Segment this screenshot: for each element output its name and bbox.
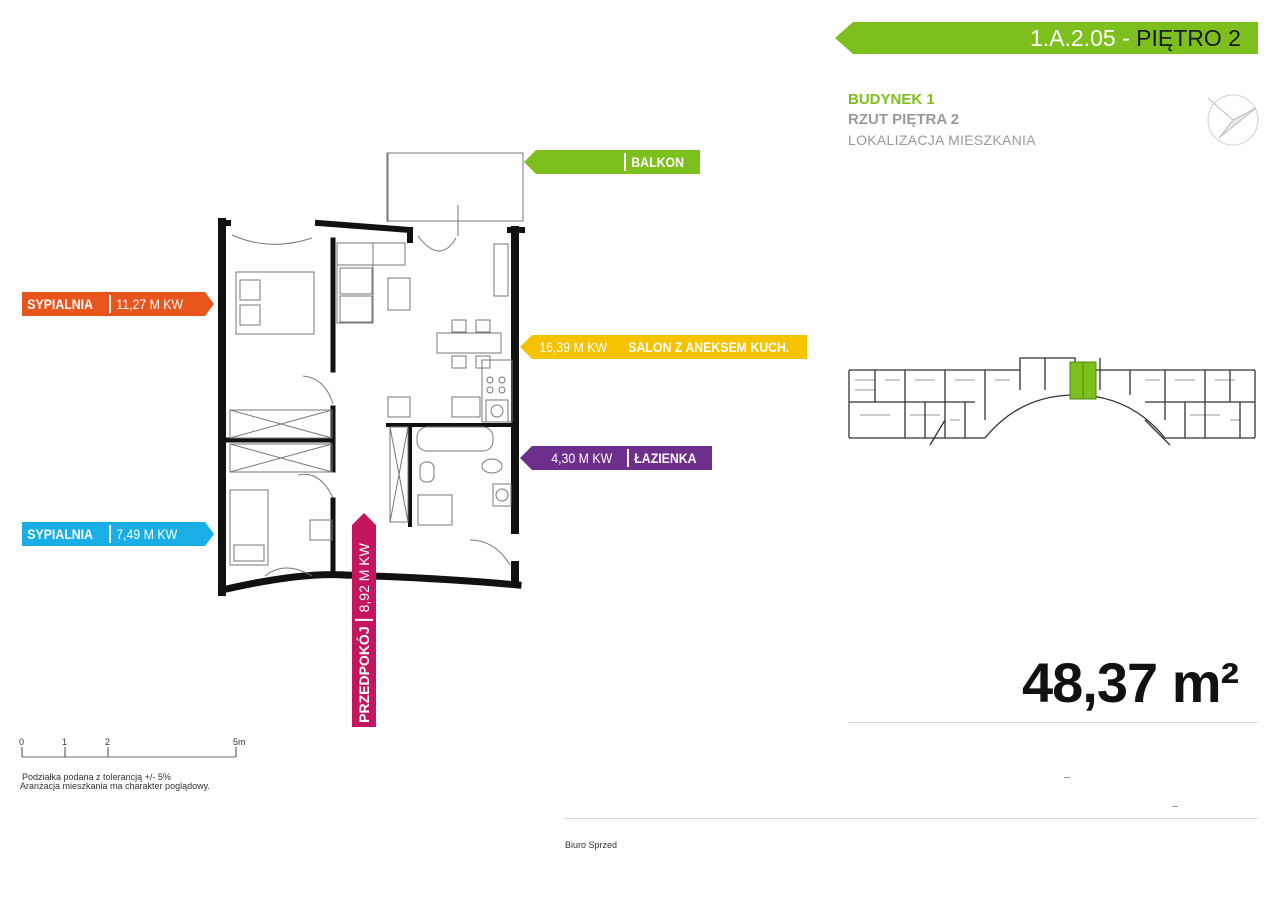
room-tag-salon: 16,39 M KW SALON Z ANEKSEM KUCH. — [520, 335, 807, 359]
floor-plan — [217, 152, 525, 596]
room-name: SYPIALNIA — [27, 526, 94, 542]
floor-label: PIĘTRO 2 — [1136, 25, 1241, 51]
tag-divider — [108, 295, 111, 313]
tag-divider — [627, 449, 630, 467]
room-tag-balkon: BALKON — [524, 150, 700, 174]
scale-label: 5m — [233, 737, 246, 747]
divider-line — [848, 722, 1258, 723]
room-name: BALKON — [631, 154, 684, 170]
unit-code: 1.A.2.05 — [1030, 25, 1116, 51]
arrangement-note: Aranżacja mieszkania ma charakter pogląd… — [20, 781, 210, 791]
room-tag-lazienka: 4,30 M KW ŁAZIENKA — [520, 446, 712, 470]
header-banner — [835, 22, 1258, 54]
room-area: 8,92 M KW — [356, 543, 372, 613]
area-unit: m² — [1171, 651, 1239, 714]
location-label: LOKALIZACJA MIESZKANIA — [848, 132, 1036, 148]
apartment-area: 48,37 m² — [1022, 650, 1239, 715]
scale-bar — [21, 747, 237, 758]
room-name: SALON Z ANEKSEM KUCH. — [628, 339, 790, 355]
room-tag-sypialnia-1: SYPIALNIA 11,27 M KW — [22, 292, 214, 316]
tag-divider — [108, 525, 111, 543]
room-name: PRZEDPOKÓJ — [356, 626, 372, 723]
scale-label: 2 — [105, 737, 111, 747]
divider-line — [565, 818, 1258, 819]
room-name: SYPIALNIA — [27, 296, 94, 312]
scale-label: 0 — [19, 737, 25, 747]
tolerance-note: Podziałka podana z tolerancją +/- 5% — [22, 772, 171, 782]
building-key-plan — [848, 357, 1256, 446]
room-area: 16,39 M KW — [539, 339, 608, 355]
plan-label: RZUT PIĘTRA 2 — [848, 111, 960, 128]
room-tag-sypialnia-2: SYPIALNIA 7,49 M KW — [22, 522, 214, 546]
room-area: 11,27 M KW — [115, 296, 183, 312]
compass-icon — [1207, 94, 1259, 146]
room-area: 4,30 M KW — [551, 450, 613, 466]
room-area: 7,49 M KW — [115, 526, 177, 542]
tag-divider — [355, 618, 373, 621]
divider-mark — [1064, 777, 1070, 778]
room-tag-przedpokoj-text: PRZEDPOKÓJ 8,92 M KW — [355, 537, 373, 727]
title-separator: - — [1115, 25, 1137, 51]
scale-label: 1 — [62, 737, 68, 747]
area-value: 48,37 — [1022, 651, 1158, 714]
room-name: ŁAZIENKA — [634, 450, 697, 466]
divider-mark — [1172, 806, 1178, 807]
room-tag-przedpokoj: PRZEDPOKÓJ 8,92 M KW — [352, 513, 376, 727]
unit-title: 1.A.2.05 - PIĘTRO 2 — [1030, 24, 1241, 52]
building-label: BUDYNEK 1 — [848, 91, 935, 108]
tag-divider — [624, 153, 626, 171]
footer-text: Biuro Sprzed — [565, 840, 618, 850]
